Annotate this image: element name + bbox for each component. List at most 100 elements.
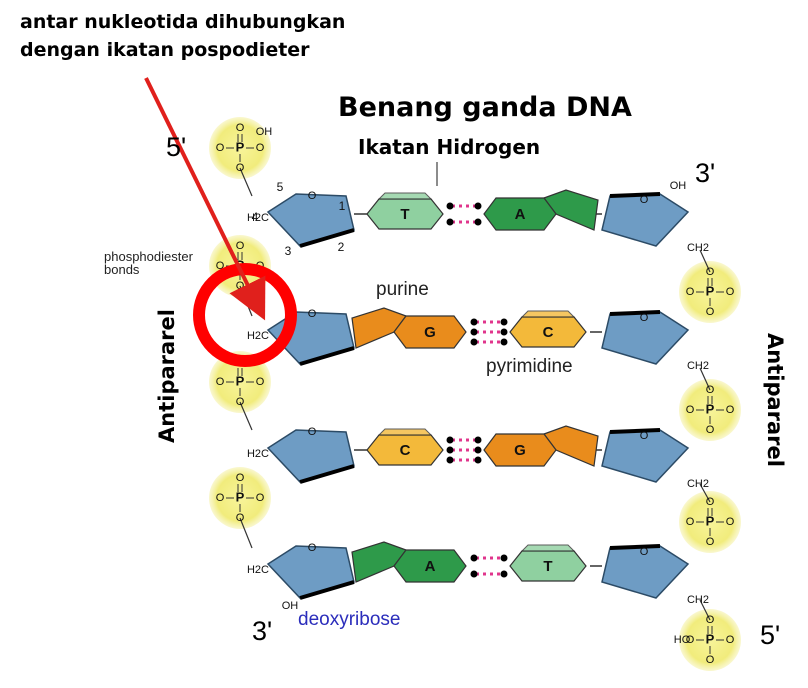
phosphate-left-3-o-bottom: O	[236, 396, 245, 408]
phosphate-right-3-o-top: O	[706, 496, 715, 508]
base-left-1-letter: T	[400, 206, 409, 223]
oh-top-left: OH	[256, 126, 273, 138]
backbone-right-2	[699, 367, 711, 391]
sugar-right-2	[601, 311, 690, 365]
phosphate-right-3-o-left: O	[686, 516, 695, 528]
base-right-4-letter: T	[543, 558, 552, 575]
sugar-left-3-front-edge	[299, 464, 355, 484]
hbond-row-4-dot-l-1	[470, 570, 478, 578]
hbond-row-3-dot-l-1	[446, 446, 454, 454]
sugar-left-2-ring-o: O	[308, 308, 317, 320]
phosphate-right-4-o-bottom: O	[706, 654, 715, 666]
prime-bottom-right: 5'	[760, 620, 781, 650]
hbond-row-2-dot-l-1	[470, 328, 478, 336]
phosphate-right-3-o-right: O	[726, 516, 735, 528]
phosphate-right-2-glow	[679, 379, 741, 441]
phosphate-right-2-p-atom: P	[706, 401, 715, 416]
hbond-row-3-dot-r-1	[474, 446, 482, 454]
ch2-right-1: CH2	[687, 242, 709, 254]
pointer-arrow	[144, 77, 266, 321]
backbone-right-4	[699, 599, 711, 621]
sugar-left-3-ring-o: O	[308, 426, 317, 438]
phosphate-right-4-glow	[679, 609, 741, 671]
sugar-right-2-top-edge	[609, 310, 661, 316]
carbon-number-2: 2	[338, 240, 345, 254]
phosphate-right-1-o-right: O	[726, 286, 735, 298]
phosphate-left-4-o-left: O	[216, 492, 225, 504]
phosphate-right-4-o-left: O	[686, 634, 695, 646]
hbond-row-3-dot-l-0	[446, 436, 454, 444]
sugar-left-4-ring-o: O	[308, 542, 317, 554]
hbond-row-2-dot-l-2	[470, 338, 478, 346]
sugar-left-1-ring-o: O	[308, 190, 317, 202]
phosphate-right-4-p-atom: P	[706, 631, 715, 646]
antiparallel-label-right: Antipararel	[763, 333, 787, 467]
ho-bottom-right: HO	[674, 634, 691, 646]
carbon-number-1: 1	[339, 199, 346, 213]
backbone-left-1	[239, 167, 253, 197]
phosphate-right-2-o-bottom: O	[706, 424, 715, 436]
base-right-1-letter: A	[515, 206, 526, 223]
backbone-right-3	[699, 483, 711, 503]
base-left-4-letter: A	[425, 558, 436, 575]
phosphate-right-1-glow	[679, 261, 741, 323]
hbond-row-2-dot-r-2	[500, 338, 508, 346]
phosphate-left-3-o-right: O	[256, 376, 265, 388]
phosphodiester-label-line-1: phosphodiester	[104, 249, 193, 264]
phosphate-left-4-o-right: O	[256, 492, 265, 504]
sugar-right-4-top-edge	[609, 544, 661, 550]
phosphate-left-3-glow	[209, 351, 271, 413]
hbond-row-2-dot-l-0	[470, 318, 478, 326]
sugar-left-1	[266, 193, 355, 247]
backbone-left-4	[239, 517, 253, 549]
sugar-left-1-front-edge	[299, 228, 355, 248]
base-right-3-letter: G	[514, 442, 526, 459]
phosphate-right-2-o-right: O	[726, 404, 735, 416]
sugar-right-4	[601, 545, 690, 599]
sugar-right-3	[601, 429, 690, 483]
phosphate-right-3-glow	[679, 491, 741, 553]
phosphate-right-1-o-bottom: O	[706, 306, 715, 318]
base-right-2-letter: C	[543, 324, 554, 341]
hbond-row-4-dot-l-0	[470, 554, 478, 562]
hbond-row-1-dot-r-0	[474, 202, 482, 210]
base-left-3-top-face	[377, 428, 433, 436]
base-right-2-top-face	[520, 310, 576, 318]
sugar-right-3-ring-o: O	[640, 430, 649, 442]
pyrimidine-label: pyrimidine	[486, 356, 573, 377]
phosphate-right-1-p-atom: P	[706, 283, 715, 298]
sugar-left-4-front-edge	[299, 580, 355, 600]
base-left-4	[393, 549, 467, 583]
phosphodiester-bonds-label: phosphodiester bonds	[104, 250, 193, 276]
phosphate-left-2-o-bottom: O	[236, 280, 245, 292]
phosphate-left-1-o-top: O	[236, 122, 245, 134]
hbond-row-3-dot-l-2	[446, 456, 454, 464]
base-left-2-letter: G	[424, 324, 436, 341]
oh-top-right: OH	[670, 180, 687, 192]
hbond-row-1-dot-l-1	[446, 218, 454, 226]
ch2-left-2: H2C	[247, 330, 269, 342]
base-right-1	[483, 197, 557, 231]
phosphate-right-1-o-left: O	[686, 286, 695, 298]
phosphate-left-1-p-atom: P	[236, 139, 245, 154]
hbond-row-4-dot-r-0	[500, 554, 508, 562]
backbone-right-1	[699, 249, 711, 273]
highlight-circle	[193, 263, 297, 367]
purine-label: purine	[376, 279, 429, 300]
base-left-3-letter: C	[400, 442, 411, 459]
phosphate-left-2-o-left: O	[216, 260, 225, 272]
ch2-left-4: H2C	[247, 564, 269, 576]
phosphodiester-label-line-2: bonds	[104, 262, 140, 277]
phosphate-left-1-o-right: O	[256, 142, 265, 154]
ch2-left-3: H2C	[247, 448, 269, 460]
hbond-row-2-dot-r-1	[500, 328, 508, 336]
phosphate-left-3-p-atom: P	[236, 373, 245, 388]
sugar-right-2-ring-o: O	[640, 312, 649, 324]
diagram-title: Benang ganda DNA	[338, 92, 632, 123]
prime-top-left: 5'	[166, 132, 187, 162]
ch2-left-1: H2C	[247, 212, 269, 224]
phosphate-left-4-glow	[209, 467, 271, 529]
sugar-left-2-front-edge	[299, 346, 355, 366]
hbond-row-3-dot-r-0	[474, 436, 482, 444]
